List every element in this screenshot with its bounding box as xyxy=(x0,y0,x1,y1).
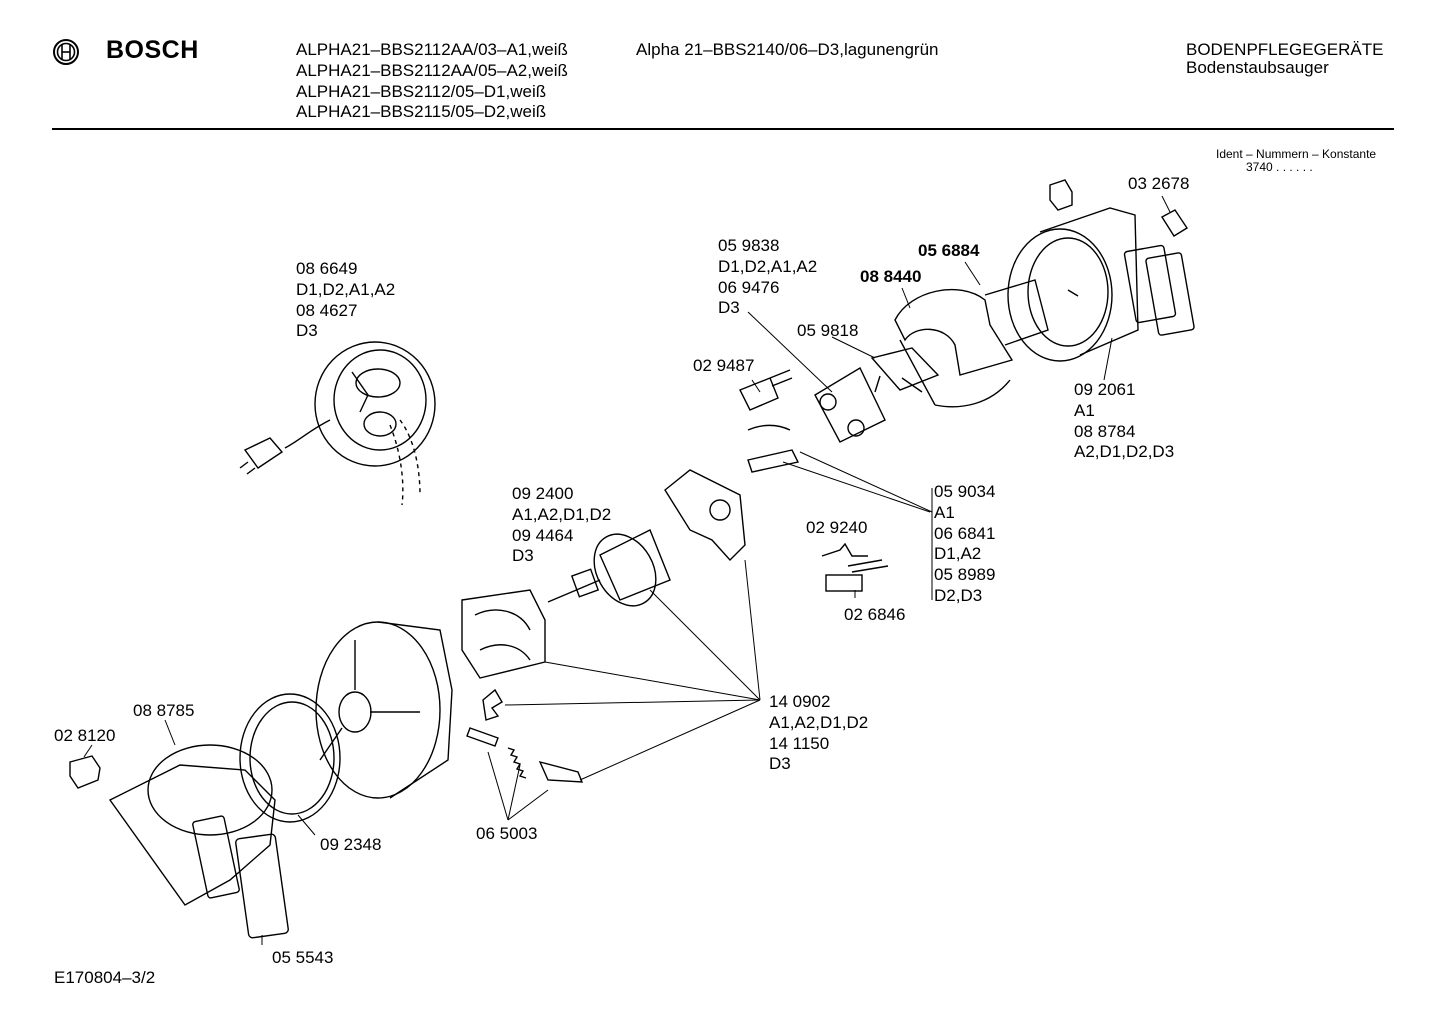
ident-title: Ident – Nummern – Konstante xyxy=(1216,147,1377,161)
bracket-hole xyxy=(709,499,731,521)
seal-ring-drawing xyxy=(239,693,341,823)
label-059818: 05 9818 xyxy=(797,321,859,340)
label-065003: 06 5003 xyxy=(476,824,538,843)
capacitor-drawing xyxy=(747,424,800,473)
brand-name: BOSCH xyxy=(106,36,199,64)
clip-drawing xyxy=(1161,209,1188,237)
rear-housing-drawing xyxy=(1007,207,1139,362)
label-pcb-group: 05 9838 D1,D2,A1,A2 06 9476 D3 xyxy=(718,236,818,318)
label-088440: 08 8440 xyxy=(860,267,922,286)
leader-lines xyxy=(83,195,1171,945)
category-title: BODENPFLEGEGERÄTE xyxy=(1186,40,1384,59)
label-suppressor: 05 9034 A1 06 6841 D1,A2 05 8989 D2,D3 xyxy=(934,482,996,605)
label-motor-parts: 14 0902 A1,A2,D1,D2 14 1150 D3 xyxy=(769,692,869,774)
motor-sleeve-drawing xyxy=(894,279,1049,408)
connector-drawing xyxy=(739,369,793,411)
fan-housing-drawing xyxy=(315,621,453,799)
category-subtitle: Bodenstaubsauger xyxy=(1186,58,1329,77)
front-cap-drawing xyxy=(69,755,101,789)
header-divider xyxy=(52,128,1394,130)
filter-frame-front xyxy=(192,815,240,899)
brush-holder-drawing xyxy=(538,760,584,783)
cord-reel-drawing xyxy=(239,341,436,506)
label-cord-reel: 08 6649 D1,D2,A1,A2 08 4627 D3 xyxy=(296,259,396,341)
label-028120: 02 8120 xyxy=(54,726,116,745)
label-029240: 02 9240 xyxy=(806,518,868,537)
brush-drawing xyxy=(466,727,499,747)
cap-drawing xyxy=(1049,179,1073,211)
label-029487: 02 9487 xyxy=(693,356,755,375)
label-armature: 09 2400 A1,A2,D1,D2 09 4464 D3 xyxy=(512,484,612,566)
stator-drawing xyxy=(461,589,546,679)
bosch-logo-icon xyxy=(52,38,80,71)
label-088785: 08 8785 xyxy=(133,701,195,720)
label-055543: 05 5543 xyxy=(272,948,334,967)
pcb-drawing xyxy=(814,347,940,443)
filter-frame-front-outer xyxy=(235,833,289,939)
clip-part-drawing xyxy=(482,688,503,721)
filter-frame-rear-inner xyxy=(1145,252,1195,336)
contact-block-drawing xyxy=(825,574,863,592)
model-list: ALPHA21–BBS2112AA/03–A1,weiß ALPHA21–BBS… xyxy=(296,40,568,122)
contact-spring-drawing xyxy=(821,542,868,557)
label-092348: 09 2348 xyxy=(320,835,382,854)
bracket-drawing xyxy=(664,469,746,562)
label-026846: 02 6846 xyxy=(844,605,906,624)
label-056884: 05 6884 xyxy=(918,241,980,260)
seal-ring-inner xyxy=(249,701,335,815)
label-housing-rear: 09 2061 A1 08 8784 A2,D1,D2,D3 xyxy=(1074,380,1175,462)
spring-drawing xyxy=(507,747,527,779)
armature-drawing xyxy=(547,529,671,607)
ident-value: 3740 . . . . . . xyxy=(1246,160,1313,174)
drawing-id: E170804–3/2 xyxy=(54,968,156,987)
label-032678: 03 2678 xyxy=(1128,174,1190,193)
front-housing-drawing xyxy=(108,744,276,906)
model-list-secondary: Alpha 21–BBS2140/06–D3,lagunengrün xyxy=(636,40,939,59)
